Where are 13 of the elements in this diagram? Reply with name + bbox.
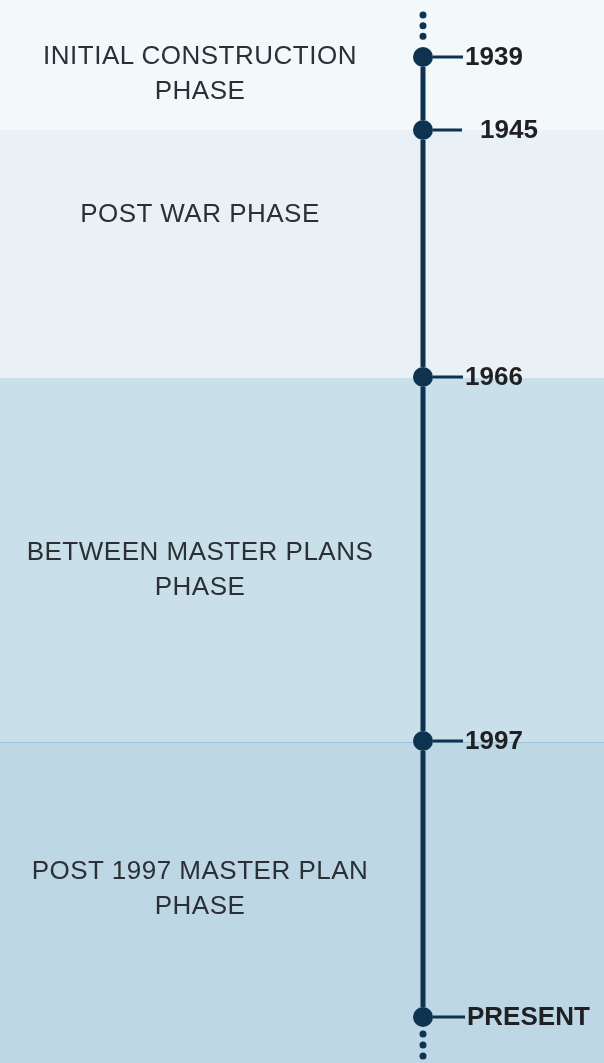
phase-label: INITIAL CONSTRUCTION PHASE [42, 39, 358, 107]
timeline-line [420, 751, 426, 1007]
phase-label: POST 1997 MASTER PLAN PHASE [30, 854, 370, 922]
year-label: 1997 [465, 725, 523, 755]
phase-label: POST WAR PHASE [80, 197, 320, 230]
timeline-line [420, 67, 426, 120]
timeline-line [420, 140, 426, 367]
year-label: PRESENT [467, 1001, 590, 1031]
timeline-line [420, 387, 426, 731]
year-label: 1939 [465, 41, 523, 71]
phase-label: BETWEEN MASTER PLANS PHASE [25, 535, 375, 603]
year-label: 1945 [480, 114, 538, 144]
year-label: 1966 [465, 361, 523, 391]
